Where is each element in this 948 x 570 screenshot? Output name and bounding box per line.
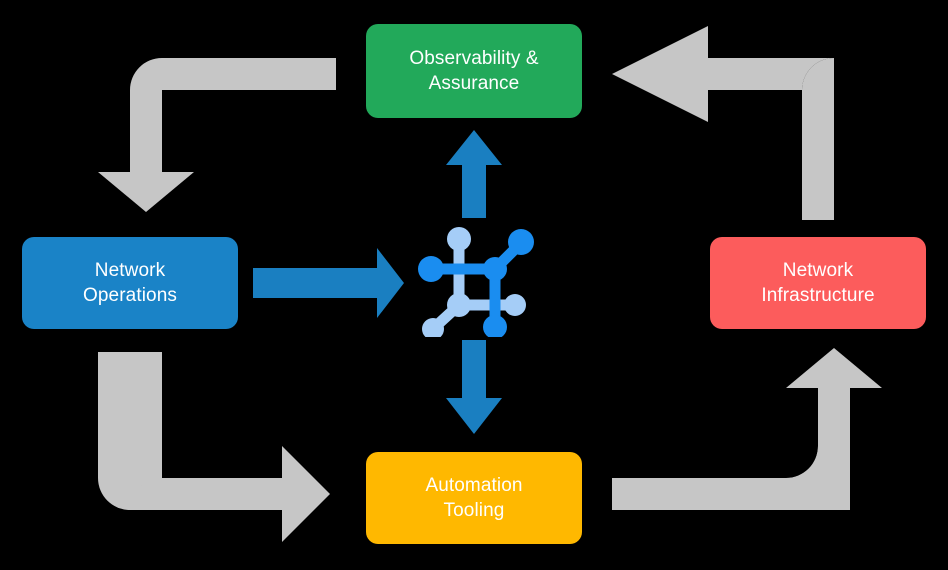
connector-center-to-observability [446, 130, 502, 218]
connector-automation-to-infrastructure-head [786, 348, 882, 510]
node-label-observability: Observability & Assurance [409, 47, 539, 94]
connector-operations-to-automation [98, 352, 162, 510]
network-topology-icon [418, 227, 534, 337]
node-automation-tooling[interactable]: Automation Tooling [366, 452, 582, 544]
connector-infrastructure-to-observability [802, 58, 834, 220]
connector-automation-to-infrastructure [612, 446, 818, 510]
node-label-operations: Network Operations [83, 259, 177, 306]
node-network-operations[interactable]: Network Operations [22, 237, 238, 329]
connector-observability-to-operations [98, 58, 336, 212]
node-observability-and-assurance[interactable]: Observability & Assurance [366, 24, 582, 118]
node-label-infrastructure: Network Infrastructure [761, 259, 875, 306]
connector-center-to-automation [446, 340, 502, 434]
node-label-automation: Automation Tooling [425, 474, 523, 521]
connector-infrastructure-to-observability-head [612, 26, 834, 122]
connector-operations-to-automation-head [130, 446, 330, 542]
node-network-infrastructure[interactable]: Network Infrastructure [710, 237, 926, 329]
connector-operations-to-center [253, 248, 404, 318]
